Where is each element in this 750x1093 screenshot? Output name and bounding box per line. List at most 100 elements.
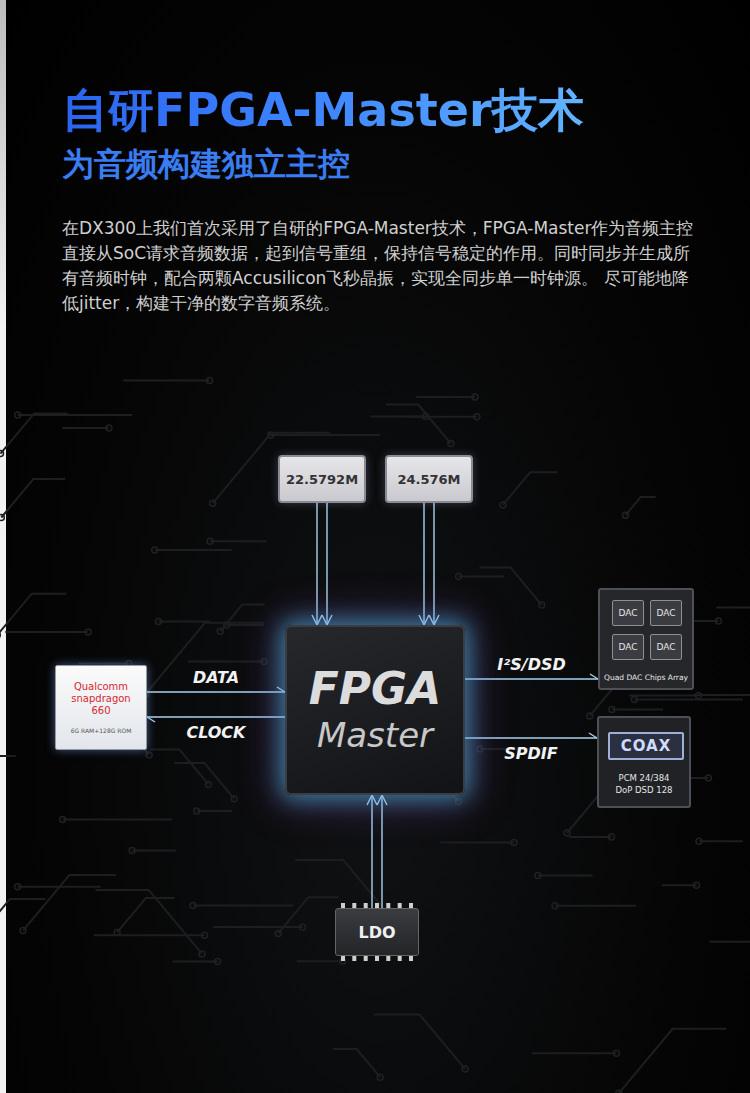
circuit-via: [587, 713, 593, 719]
node-text: DAC: [656, 642, 675, 652]
circuit-trace: [386, 405, 451, 444]
connector-line: [465, 737, 597, 738]
circuit-trace: [123, 380, 209, 382]
circuit-via: [0, 515, 4, 521]
circuit-via: [552, 903, 558, 909]
circuit-via: [535, 872, 541, 878]
crystal-chip: 22.5792M: [278, 455, 366, 503]
node-text: Quad DAC Chips Array: [604, 673, 688, 682]
circuit-via: [448, 441, 454, 447]
node-text: DAC: [618, 608, 637, 618]
connector-line: [465, 678, 598, 679]
circuit-via: [129, 847, 135, 853]
circuit-trace: [459, 576, 504, 578]
circuit-trace: [405, 416, 477, 418]
circuit-trace: [297, 960, 343, 962]
fpga-chip: FPGAMaster: [285, 625, 465, 795]
circuit-via: [207, 378, 213, 384]
circuit-trace: [538, 874, 593, 876]
circuit-via: [716, 618, 722, 624]
circuit-trace: [213, 926, 302, 928]
circuit-via: [609, 707, 615, 713]
dac-chip: DAC: [612, 600, 644, 626]
circuit-via: [155, 619, 161, 625]
dac-array-box: Quad DAC Chips ArrayDACDACDACDAC: [598, 588, 694, 690]
circuit-trace: [23, 875, 116, 931]
circuit-via: [194, 808, 200, 814]
soc-chip: Qualcomm snapdragon 6606G RAM+128G ROM: [55, 665, 147, 750]
circuit-via: [614, 1050, 620, 1056]
circuit-via: [146, 752, 152, 758]
circuit-via: [608, 834, 614, 840]
circuit-via: [207, 538, 213, 544]
connector: [147, 717, 285, 718]
coax-box: PCM 24/384 DoP DSD 128COAX: [597, 716, 691, 808]
circuit-via: [300, 924, 306, 930]
circuit-trace: [716, 607, 750, 609]
circuit-trace: [629, 695, 699, 697]
pin: [364, 956, 368, 961]
circuit-via: [623, 512, 629, 518]
signal-label: I²S/DSD: [497, 655, 565, 674]
pin: [375, 956, 379, 961]
node-text: 24.576M: [397, 472, 460, 487]
circuit-trace: [278, 897, 338, 933]
circuit-trace: [1, 413, 68, 453]
circuit-trace: [693, 694, 750, 696]
circuit-trace: [146, 623, 264, 694]
connector-line: [326, 503, 327, 625]
dac-chip: DAC: [612, 634, 644, 660]
circuit-via: [462, 1066, 468, 1072]
circuit-trace: [440, 842, 514, 844]
main-title: 自研FPGA-Master技术: [62, 80, 584, 140]
circuit-trace: [532, 1052, 617, 1054]
circuit-trace: [95, 890, 202, 954]
node-text: DAC: [618, 642, 637, 652]
connector: [317, 503, 327, 625]
circuit-trace: [62, 427, 109, 429]
node-text: FPGA: [309, 664, 441, 714]
circuit-trace: [220, 605, 264, 632]
circuit-via: [631, 696, 637, 702]
circuit-trace: [158, 621, 209, 623]
circuit-via: [106, 425, 112, 431]
subtitle: 为音频构建独立主控: [62, 142, 350, 186]
circuit-trace: [710, 941, 750, 943]
node-subtext: 6G RAM+128G ROM: [71, 727, 132, 734]
circuit-via: [472, 394, 478, 400]
circuit-trace: [155, 549, 232, 551]
node-text: 22.5792M: [286, 472, 358, 487]
crystal-chip: 24.576M: [385, 455, 473, 503]
circuit-via: [564, 830, 570, 836]
connector: [372, 795, 382, 908]
circuit-via: [456, 574, 462, 580]
connector-line: [423, 503, 424, 625]
connector-line: [147, 716, 285, 717]
circuit-via: [20, 928, 26, 934]
connector-line: [433, 503, 434, 625]
circuit-trace: [662, 884, 697, 886]
node-text: LDO: [358, 923, 395, 942]
circuit-via: [477, 746, 483, 752]
circuit-via: [114, 929, 120, 935]
circuit-via: [456, 799, 462, 805]
circuit-trace: [503, 472, 557, 505]
circuit-via: [0, 632, 1, 638]
connector: [424, 503, 434, 625]
circuit-trace: [188, 660, 264, 662]
connector-line: [316, 503, 317, 625]
circuit-trace: [555, 905, 636, 907]
circuit-trace: [619, 1029, 727, 1093]
circuit-trace: [0, 899, 45, 942]
circuit-via: [705, 775, 711, 781]
circuit-trace: [612, 709, 663, 711]
circuit-trace: [569, 836, 611, 838]
circuit-via: [210, 500, 216, 506]
circuit-via: [231, 796, 237, 802]
circuit-via: [500, 502, 506, 508]
connector-line: [371, 795, 372, 908]
circuit-trace: [172, 960, 217, 962]
ldo-chip: LDO: [335, 908, 419, 956]
circuit-trace: [197, 810, 233, 812]
circuit-trace: [18, 886, 101, 888]
